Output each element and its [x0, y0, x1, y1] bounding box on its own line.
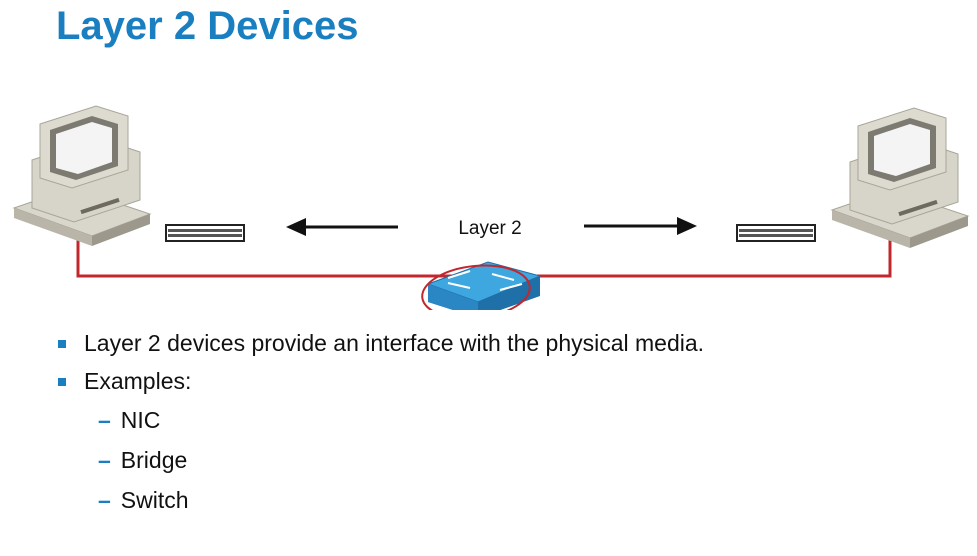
example-item: – NIC	[58, 400, 958, 440]
example-text: Bridge	[120, 446, 188, 473]
right-frame-icon	[736, 224, 816, 242]
network-diagram	[12, 105, 970, 310]
left-computer-icon	[12, 105, 152, 246]
dash-marker: –	[98, 406, 111, 433]
bullet-marker	[58, 378, 66, 386]
dash-marker: –	[98, 486, 111, 513]
bullet-marker	[58, 340, 66, 348]
example-text: Switch	[120, 486, 189, 513]
bullet-list: Layer 2 devices provide an interface wit…	[58, 324, 958, 520]
right-arrow-icon	[584, 217, 697, 235]
left-frame-icon	[165, 224, 245, 242]
example-item: – Switch	[58, 480, 958, 520]
switch-icon	[421, 261, 542, 310]
left-arrow-icon	[286, 218, 398, 236]
dash-marker: –	[98, 446, 111, 473]
example-text: NIC	[120, 406, 161, 433]
bullet-text: Layer 2 devices provide an interface wit…	[84, 329, 705, 356]
bullet-text: Examples:	[84, 367, 192, 394]
bullet-item: Examples:	[58, 362, 958, 400]
right-computer-icon	[830, 107, 970, 248]
switch-layer-label: Layer 2	[458, 218, 522, 239]
page-title: Layer 2 Devices	[56, 4, 359, 48]
bullet-item: Layer 2 devices provide an interface wit…	[58, 324, 958, 362]
example-item: – Bridge	[58, 440, 958, 480]
